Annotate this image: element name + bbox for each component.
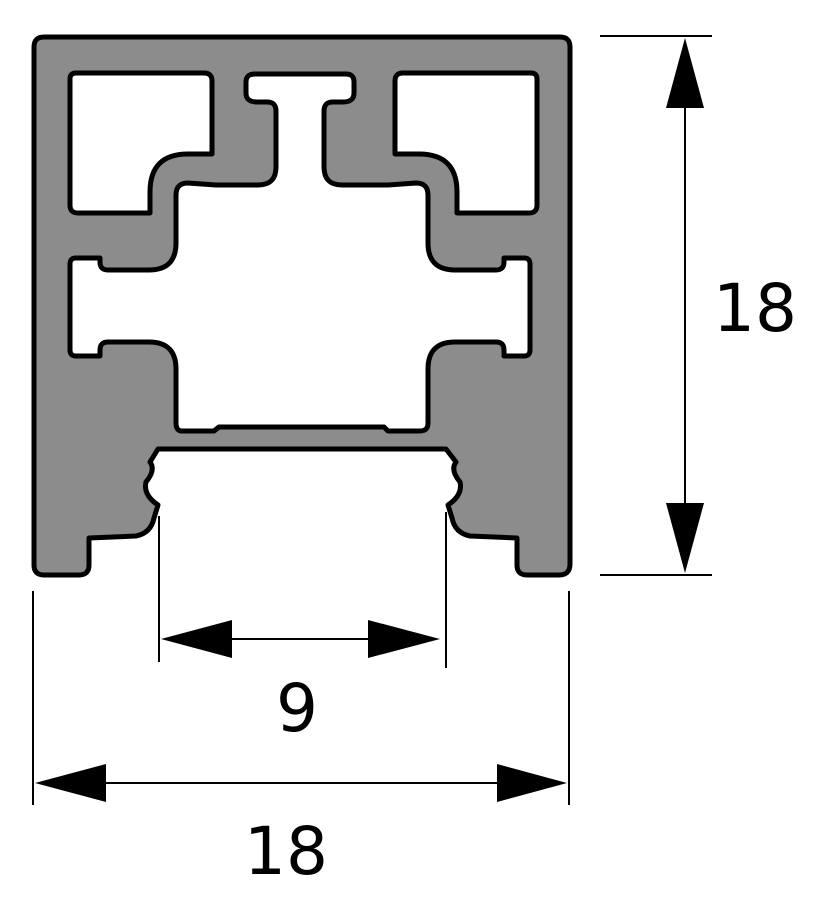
slot-width-dimension: 9 [158, 512, 447, 747]
slot-arrow-left [161, 620, 232, 658]
slot-width-label: 9 [276, 670, 318, 747]
total-width-dimension: 18 [32, 591, 570, 890]
width-arrow-left [35, 764, 106, 802]
width-arrow-right [497, 764, 567, 802]
height-arrow-top [666, 38, 704, 108]
total-width-label: 18 [244, 813, 328, 890]
profile-cross-section [31, 34, 573, 578]
height-dimension: 18 [600, 35, 797, 576]
height-arrow-bottom [666, 503, 704, 573]
profile-body [31, 34, 573, 578]
height-label: 18 [713, 270, 797, 347]
slot-arrow-right [368, 620, 440, 658]
